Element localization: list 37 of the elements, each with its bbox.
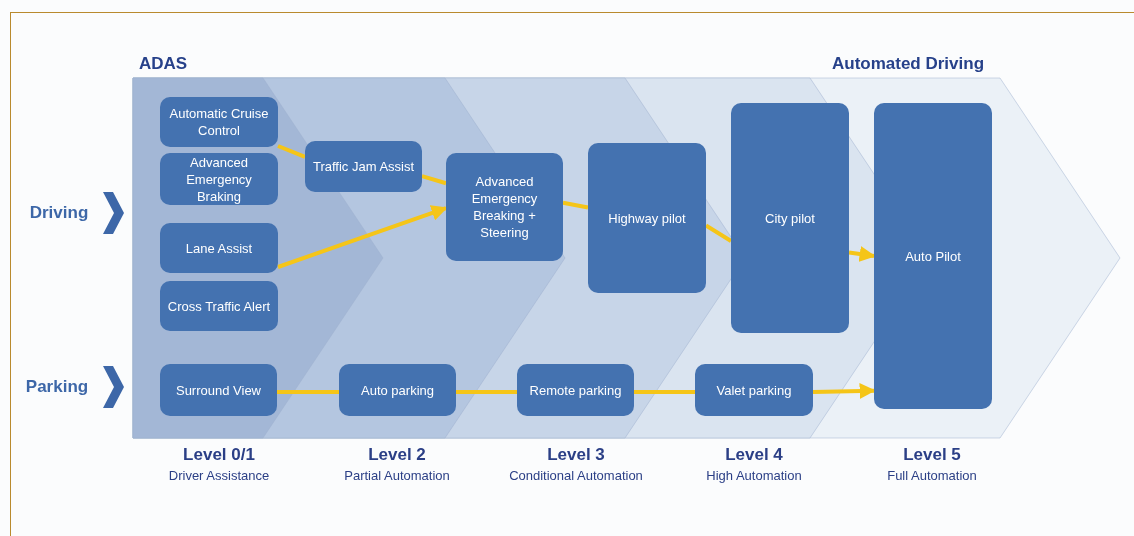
process-box: Automatic Cruise Control: [160, 97, 278, 147]
level-subtitle: Partial Automation: [344, 467, 450, 486]
process-box: Remote parking: [517, 364, 634, 416]
process-box: Traffic Jam Assist: [305, 141, 422, 192]
process-box: Lane Assist: [160, 223, 278, 273]
level-subtitle: Conditional Automation: [509, 467, 643, 486]
level-subtitle: Full Automation: [887, 467, 977, 486]
connector-line: [634, 390, 695, 395]
section-heading: Automated Driving: [831, 53, 985, 76]
section-heading: ADAS: [138, 53, 188, 76]
process-box: Highway pilot: [588, 143, 706, 293]
process-box: Advanced Emergency Braking: [160, 153, 278, 205]
arrow: [812, 383, 876, 399]
level-title: Level 4: [725, 444, 783, 467]
level-title: Level 5: [903, 444, 961, 467]
process-box: Valet parking: [695, 364, 813, 416]
level-title: Level 0/1: [183, 444, 255, 467]
level-title: Level 3: [547, 444, 605, 467]
connector-line: [277, 144, 306, 159]
connector-line: [456, 390, 517, 395]
process-box: Cross Traffic Alert: [160, 281, 278, 331]
process-box: Advanced Emergency Breaking + Steering: [446, 153, 563, 261]
level-subtitle: Driver Assistance: [168, 467, 270, 486]
process-box: City pilot: [731, 103, 849, 333]
connector-line: [562, 200, 589, 210]
arrow: [277, 205, 448, 269]
process-box: Surround View: [160, 364, 277, 416]
level-subtitle: High Automation: [706, 467, 802, 486]
process-box: Auto Pilot: [874, 103, 992, 409]
row-label: Driving: [29, 202, 89, 225]
connector-line: [421, 174, 447, 186]
connector-line: [704, 223, 733, 243]
level-title: Level 2: [368, 444, 426, 467]
process-box: Auto parking: [339, 364, 456, 416]
connector-line: [277, 390, 339, 395]
arrow: [848, 246, 876, 262]
row-label: Parking: [25, 376, 89, 399]
